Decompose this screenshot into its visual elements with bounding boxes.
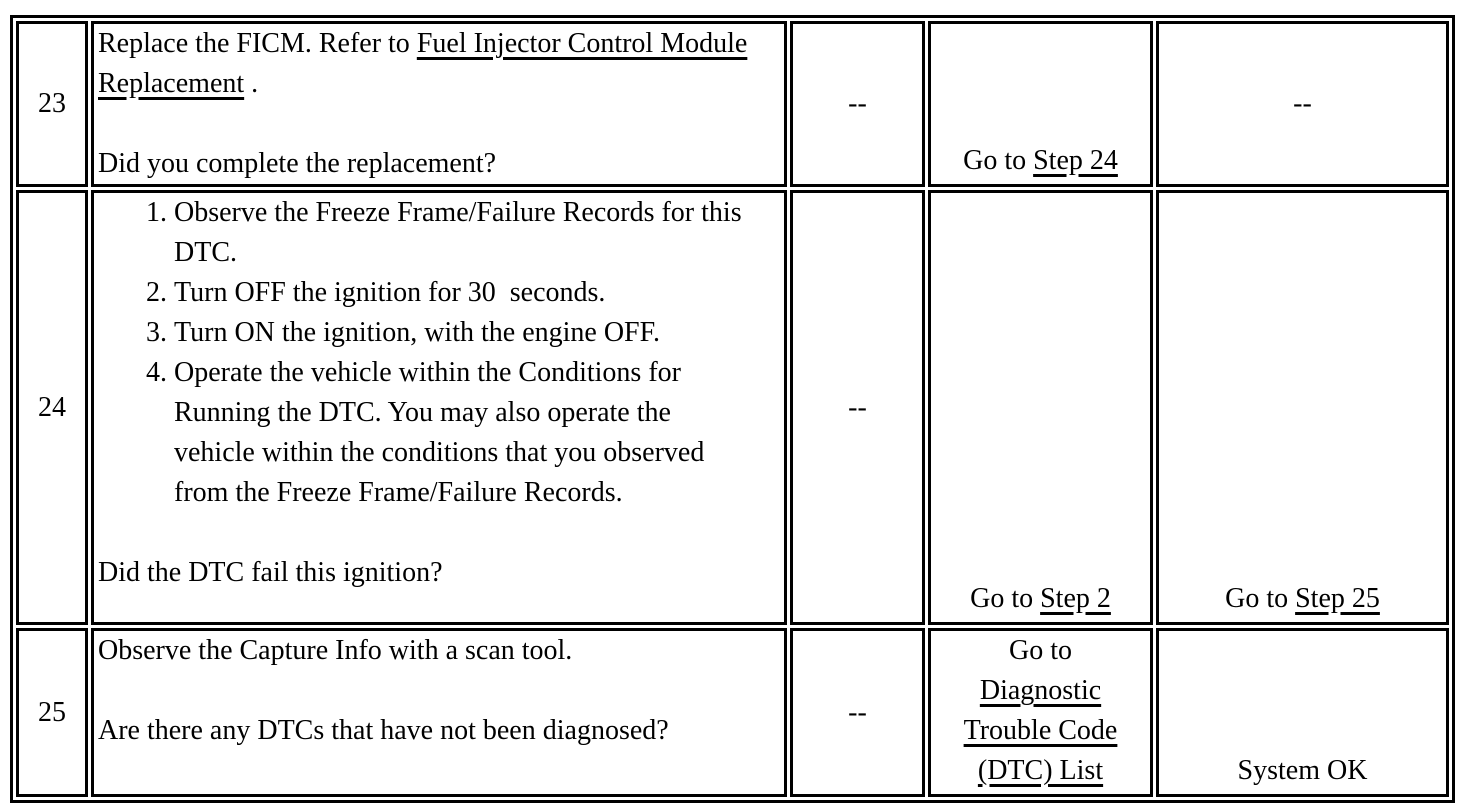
- list-item: Turn OFF the ignition for 30 seconds.: [174, 273, 754, 313]
- goto-text: Go to: [970, 583, 1041, 614]
- question-text: Are there any DTCs that have not been di…: [98, 715, 669, 746]
- goto-text: Go to: [1009, 635, 1072, 666]
- step-number-cell: 24: [16, 190, 88, 625]
- link-line: Trouble Code: [963, 715, 1118, 746]
- action-numbered-list: Observe the Freeze Frame/Failure Records…: [98, 193, 778, 513]
- spacer: [98, 671, 778, 711]
- goto-step-24-link[interactable]: Step 24: [1033, 145, 1118, 176]
- no-cell: Go to Step 25: [1156, 190, 1449, 625]
- question-text: Did the DTC fail this ignition?: [98, 557, 443, 588]
- link-line: (DTC) List: [977, 755, 1104, 786]
- goto-text: Go to: [963, 145, 1034, 176]
- action-cell: Observe the Capture Info with a scan too…: [91, 628, 787, 797]
- action-cell: Replace the FICM. Refer to Fuel Injector…: [91, 21, 787, 187]
- yes-cell: Go to Step 24: [928, 21, 1153, 187]
- spacer: [98, 513, 778, 553]
- action-text-post: .: [244, 68, 259, 99]
- spacer: [98, 104, 778, 144]
- value-cell: --: [790, 190, 925, 625]
- no-cell: System OK: [1156, 628, 1449, 797]
- value-cell: --: [790, 628, 925, 797]
- goto-text: Go to: [1225, 583, 1296, 614]
- no-cell: --: [1156, 21, 1449, 187]
- action-text-pre: Replace the FICM. Refer to: [98, 28, 417, 59]
- yes-cell: Go to Diagnostic Trouble Code (DTC) List: [928, 628, 1153, 797]
- fuel-injector-control-module-replacement-link[interactable]: Fuel Injector Control Module Replacement: [98, 28, 748, 99]
- link-line: Diagnostic: [979, 675, 1102, 706]
- list-item: Turn ON the ignition, with the engine OF…: [174, 313, 754, 353]
- diagnostic-table: 23 Replace the FICM. Refer to Fuel Injec…: [10, 15, 1455, 803]
- value-cell: --: [790, 21, 925, 187]
- table-row: 25 Observe the Capture Info with a scan …: [16, 628, 1449, 797]
- goto-step-25-link[interactable]: Step 25: [1295, 583, 1380, 614]
- goto-step-2-link[interactable]: Step 2: [1040, 583, 1111, 614]
- step-number-cell: 23: [16, 21, 88, 187]
- yes-cell: Go to Step 2: [928, 190, 1153, 625]
- question-text: Did you complete the replacement?: [98, 148, 497, 179]
- step-number-cell: 25: [16, 628, 88, 797]
- action-cell: Observe the Freeze Frame/Failure Records…: [91, 190, 787, 625]
- action-text: Observe the Capture Info with a scan too…: [98, 635, 573, 666]
- table-row: 23 Replace the FICM. Refer to Fuel Injec…: [16, 21, 1449, 187]
- list-item: Observe the Freeze Frame/Failure Records…: [174, 193, 754, 273]
- table-row: 24 Observe the Freeze Frame/Failure Reco…: [16, 190, 1449, 625]
- list-item: Operate the vehicle within the Condition…: [174, 353, 754, 513]
- action-text: Replace the FICM. Refer to Fuel Injector…: [98, 24, 778, 104]
- goto-dtc-list-link[interactable]: Diagnostic Trouble Code (DTC) List: [931, 671, 1150, 791]
